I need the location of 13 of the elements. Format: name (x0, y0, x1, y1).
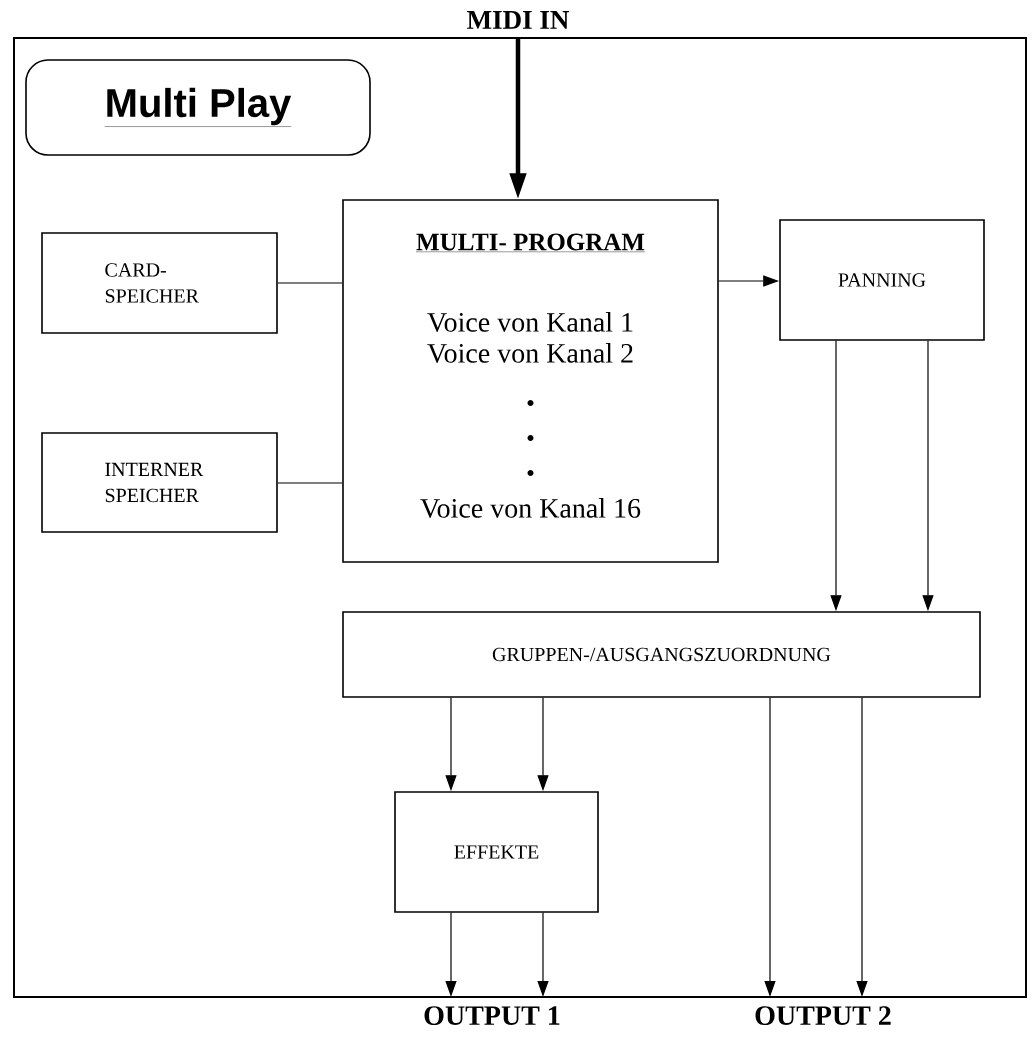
panning-box: PANNING (779, 219, 985, 341)
connector-line (277, 282, 343, 284)
memory-box: CARD- SPEICHER (41, 232, 278, 334)
effects-box: EFFEKTE (394, 791, 599, 913)
output-label: OUTPUT 2 (755, 1006, 891, 1025)
input-label: MIDI IN (467, 11, 569, 29)
connector-line (277, 482, 343, 484)
title-box: Multi Play (25, 59, 371, 156)
assignment-box: GRUPPEN-/AUSGANGSZUORDNUNG (342, 611, 981, 698)
frame-box (13, 37, 1027, 998)
memory-box: INTERNER SPEICHER (41, 432, 278, 533)
output-label: OUTPUT 1 (424, 1006, 560, 1025)
program-box: MULTI- PROGRAM Voice von Kanal 1 Voice von Kanal 2 Voice von Kanal 16 (342, 199, 719, 563)
